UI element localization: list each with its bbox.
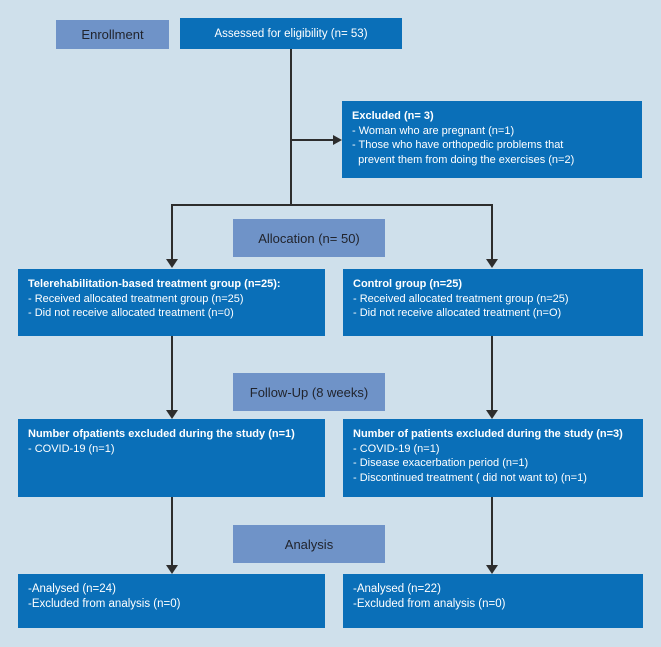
arrowhead-left-allocation-icon xyxy=(166,259,178,268)
arrowhead-left-analysis-icon xyxy=(166,565,178,574)
arrowhead-right-allocation-icon xyxy=(486,259,498,268)
connector-excluded-branch xyxy=(291,139,333,141)
box-analysis-right: -Analysed (n=22) -Excluded from analysis… xyxy=(343,574,643,628)
box-analysis-right-line: -Analysed (n=22) xyxy=(353,583,441,595)
box-analysis-left-line: -Analysed (n=24) xyxy=(28,583,116,595)
connector-left-followup-drop xyxy=(171,336,173,410)
connector-assessed-vertical xyxy=(290,49,292,205)
box-telerehabilitation-title: Telerehabilitation-based treatment group… xyxy=(28,278,281,290)
box-followup-right-title: Number of patients excluded during the s… xyxy=(353,428,623,440)
box-control-title: Control group (n=25) xyxy=(353,278,463,290)
connector-left-analysis-drop xyxy=(171,497,173,565)
stage-analysis: Analysis xyxy=(233,525,385,563)
box-excluded-line: - Those who have orthopedic problems tha… xyxy=(352,139,564,151)
box-excluded: Excluded (n= 3) - Woman who are pregnant… xyxy=(342,101,642,178)
connector-right-followup-drop xyxy=(491,336,493,410)
stage-enrollment: Enrollment xyxy=(56,20,169,49)
connector-right-analysis-drop xyxy=(491,497,493,565)
box-control-line: - Received allocated treatment group (n=… xyxy=(353,292,569,305)
box-followup-left-line: - COVID-19 (n=1) xyxy=(28,442,115,455)
connector-right-allocation-drop xyxy=(491,204,493,259)
box-excluded-title: Excluded (n= 3) xyxy=(352,110,434,122)
box-followup-right-line: - Disease exacerbation period (n=1) xyxy=(353,457,529,469)
box-analysis-left-line: -Excluded from analysis (n=0) xyxy=(28,598,181,610)
stage-followup: Follow-Up (8 weeks) xyxy=(233,373,385,411)
arrowhead-left-followup-icon xyxy=(166,410,178,419)
box-excluded-line: prevent them from doing the exercises (n… xyxy=(352,153,575,166)
stage-allocation: Allocation (n= 50) xyxy=(233,219,385,257)
box-telerehabilitation-line: - Received allocated treatment group (n=… xyxy=(28,292,244,305)
box-excluded-line: - Woman who are pregnant (n=1) xyxy=(352,124,515,137)
arrowhead-right-followup-icon xyxy=(486,410,498,419)
box-telerehabilitation-line: - Did not receive allocated treatment (n… xyxy=(28,307,234,319)
box-followup-right-line: - Discontinued treatment ( did not want … xyxy=(353,471,587,484)
connector-left-allocation-drop xyxy=(171,204,173,259)
box-followup-right-excluded: Number of patients excluded during the s… xyxy=(343,419,643,497)
connector-distribution-horizontal xyxy=(171,204,493,206)
box-control-line: - Did not receive allocated treatment (n… xyxy=(353,307,562,319)
box-assessed-eligibility: Assessed for eligibility (n= 53) xyxy=(180,18,402,49)
box-control-group: Control group (n=25) - Received allocate… xyxy=(343,269,643,336)
box-analysis-right-line: -Excluded from analysis (n=0) xyxy=(353,598,506,610)
box-followup-right-line: - COVID-19 (n=1) xyxy=(353,442,440,455)
box-followup-left-title: Number ofpatients excluded during the st… xyxy=(28,428,295,440)
box-followup-left-excluded: Number ofpatients excluded during the st… xyxy=(18,419,325,497)
box-telerehabilitation-group: Telerehabilitation-based treatment group… xyxy=(18,269,325,336)
arrowhead-excluded-icon xyxy=(333,135,342,145)
box-analysis-left: -Analysed (n=24) -Excluded from analysis… xyxy=(18,574,325,628)
arrowhead-right-analysis-icon xyxy=(486,565,498,574)
